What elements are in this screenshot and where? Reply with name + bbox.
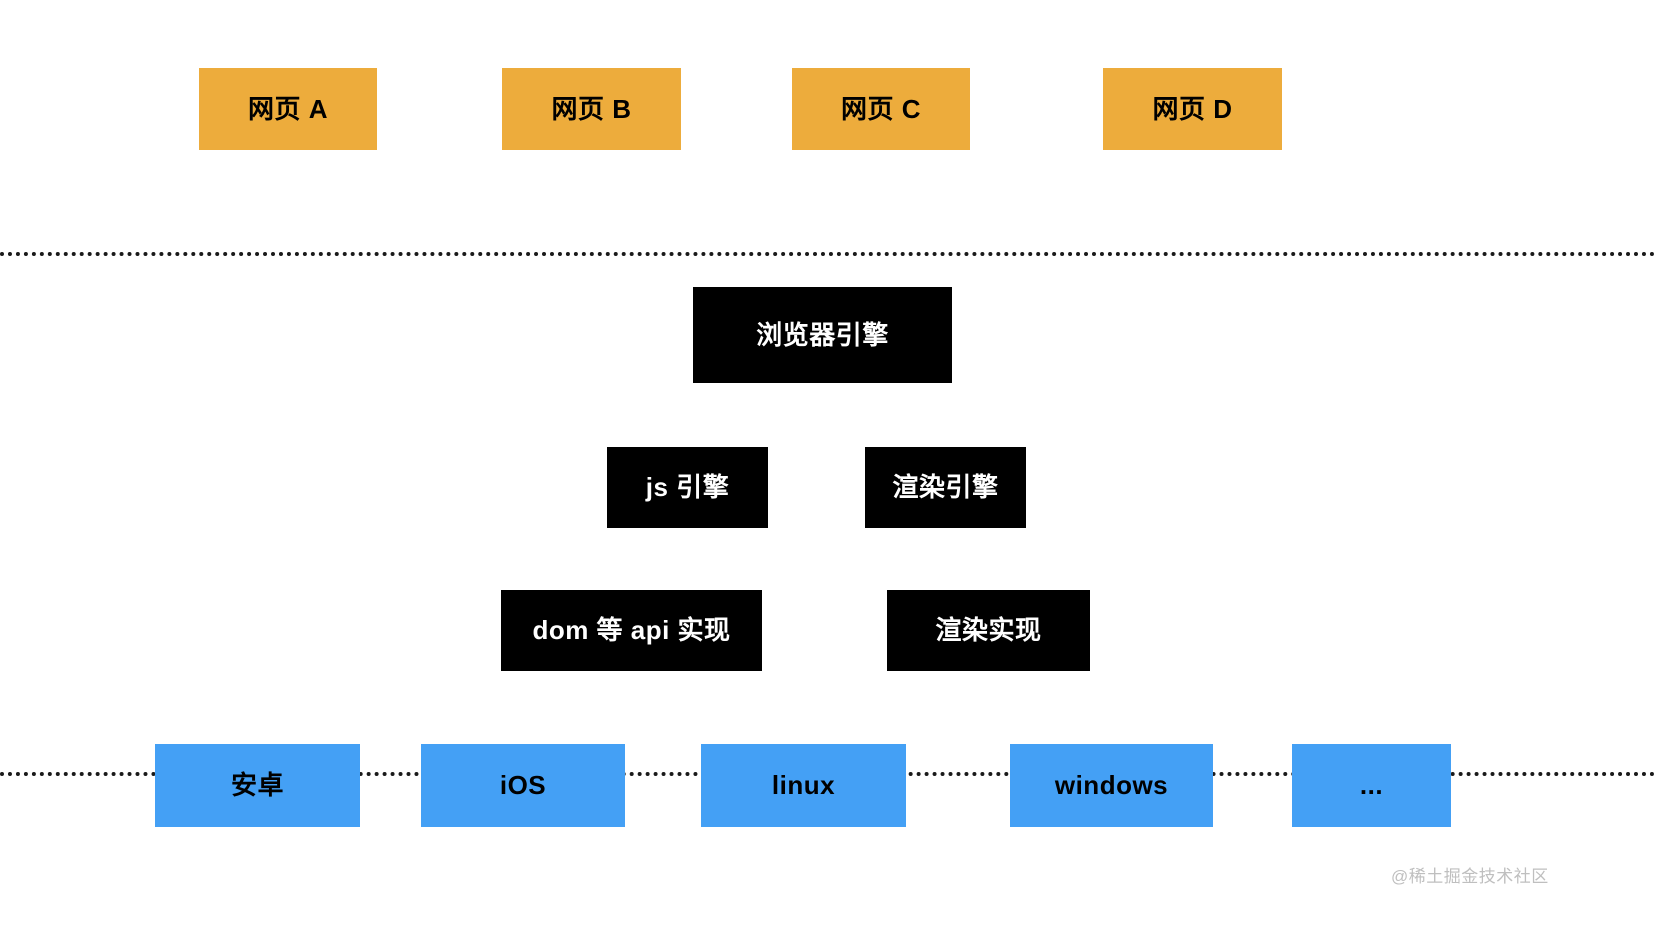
page-box-b[interactable]: 网页 B [502,68,681,150]
platform-box-linux[interactable]: linux [701,744,906,827]
dom-api-impl-box[interactable]: dom 等 api 实现 [501,590,762,671]
js-engine-box[interactable]: js 引擎 [607,447,768,528]
page-box-c[interactable]: 网页 C [792,68,970,150]
browser-engine-box[interactable]: 浏览器引擎 [693,287,952,383]
platform-box-more[interactable]: ... [1292,744,1451,827]
platform-box-ios[interactable]: iOS [421,744,625,827]
page-box-a[interactable]: 网页 A [199,68,377,150]
divider-pages-engine [0,252,1656,256]
render-engine-box[interactable]: 渲染引擎 [865,447,1026,528]
watermark: @稀土掘金技术社区 [1391,867,1549,886]
platform-box-windows[interactable]: windows [1010,744,1213,827]
platform-box-android[interactable]: 安卓 [155,744,360,827]
page-box-d[interactable]: 网页 D [1103,68,1282,150]
render-impl-box[interactable]: 渲染实现 [887,590,1090,671]
